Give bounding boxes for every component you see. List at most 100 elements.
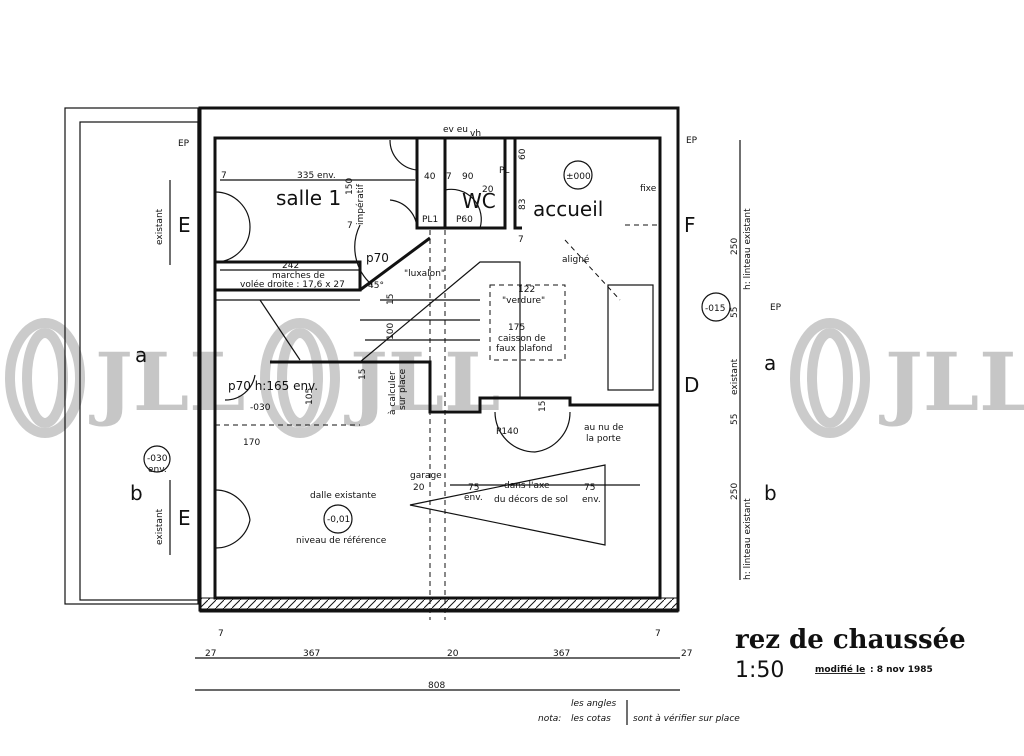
plan-label: : 8 nov 1985 bbox=[870, 665, 933, 675]
plan-label: 150 bbox=[345, 178, 355, 195]
title-block: rez de chaussée 1:50 modifié le : 8 nov … bbox=[538, 625, 966, 725]
plan-label: sont à vérifier sur place bbox=[633, 713, 740, 724]
plan-label: 15 bbox=[358, 369, 368, 380]
plan-label: 7 bbox=[218, 629, 224, 639]
plan-label: P60 bbox=[456, 215, 473, 225]
plan-label: b bbox=[130, 481, 143, 505]
plan-label: existant bbox=[155, 208, 165, 245]
plan-label: 7 bbox=[347, 221, 353, 231]
plan-label: env. bbox=[464, 493, 483, 503]
plan-label: 7 bbox=[221, 171, 227, 181]
stairs bbox=[215, 261, 521, 399]
plan-label: 75 bbox=[584, 483, 595, 493]
plan-label: 242 bbox=[282, 261, 299, 271]
plan-label: rez de chaussée bbox=[735, 625, 966, 655]
labels: salle 1 WC accueil EP EP EP ev eu vh 335… bbox=[130, 125, 782, 691]
plan-label: 1:50 bbox=[735, 658, 784, 683]
plan-label: aligné bbox=[562, 254, 590, 265]
plan-label: vh bbox=[470, 129, 481, 139]
plan-label: existant bbox=[155, 508, 165, 545]
plan-label: p70 h:165 env. bbox=[228, 379, 318, 393]
plan-label: ±000 bbox=[566, 172, 591, 182]
plan-label: p70 bbox=[366, 251, 389, 265]
plan-label: h: linteau existant bbox=[743, 498, 753, 580]
plan-label: 75 bbox=[468, 483, 479, 493]
plan-label: b bbox=[764, 481, 777, 505]
plan-label: WC bbox=[462, 189, 496, 213]
plan-label: 122 bbox=[518, 285, 535, 295]
plan-label: les cotas bbox=[571, 714, 611, 724]
plan-label: -030 bbox=[147, 454, 168, 464]
plan-label: les angles bbox=[571, 699, 617, 709]
doors bbox=[214, 139, 571, 549]
plan-label: h: linteau existant bbox=[743, 208, 753, 290]
plan-label: JLL bbox=[879, 335, 1024, 429]
plan-label: D bbox=[684, 373, 699, 397]
plan-label: 45° bbox=[368, 281, 384, 291]
plan-label: JLL bbox=[344, 335, 500, 429]
plan-label: env. bbox=[148, 465, 167, 475]
plan-label: 27 bbox=[681, 649, 692, 659]
plan-label: 250 bbox=[730, 238, 740, 255]
plan-label: 15 bbox=[538, 401, 548, 412]
plan-label: 27 bbox=[205, 649, 216, 659]
plan-label: 250 bbox=[730, 483, 740, 500]
plan-label: 367 bbox=[303, 649, 320, 659]
plan-label: dans l'axe bbox=[504, 481, 550, 491]
dimension-lines bbox=[169, 140, 741, 691]
plan-label: du décors de sol bbox=[494, 494, 568, 505]
plan-label: PL bbox=[499, 166, 509, 176]
plan-label: env. bbox=[582, 495, 601, 505]
walls bbox=[198, 106, 680, 613]
plan-label: 175 bbox=[508, 323, 525, 333]
plan-label: 367 bbox=[553, 649, 570, 659]
plan-label: fixe bbox=[640, 184, 657, 194]
plan-label: à calculer bbox=[388, 371, 398, 415]
plan-label: ev eu bbox=[443, 125, 468, 135]
plan-label: 15 bbox=[386, 294, 396, 305]
plan-label: -015 bbox=[705, 304, 725, 314]
plan-label: -0,01 bbox=[327, 515, 350, 525]
plan-label: "luxalon" bbox=[404, 269, 445, 279]
plan-label: 100 bbox=[386, 323, 396, 340]
plan-label: marches de bbox=[272, 271, 325, 281]
plan-label: 335 env. bbox=[297, 171, 336, 181]
plan-label: 20 bbox=[447, 649, 459, 659]
plan-label: 7 bbox=[655, 629, 661, 639]
plan-label: EP bbox=[686, 136, 698, 146]
plan-label: -030 bbox=[250, 403, 271, 413]
plan-label: salle 1 bbox=[276, 186, 341, 210]
plan-label: 20 bbox=[413, 483, 425, 493]
plan-label: EP bbox=[770, 303, 782, 313]
plan-label: 105 bbox=[305, 388, 315, 405]
plan-label: 55 bbox=[730, 307, 740, 318]
plan-label: 7 bbox=[518, 235, 524, 245]
plan-label: la porte bbox=[586, 434, 621, 444]
plan-label: au nu de bbox=[584, 423, 624, 433]
plan-label: accueil bbox=[533, 197, 603, 221]
plan-label: JLL bbox=[89, 335, 245, 429]
plan-label: 7 bbox=[446, 172, 452, 182]
plan-label: EP bbox=[178, 139, 190, 149]
plan-label: a bbox=[764, 351, 776, 375]
plan-label: F bbox=[684, 213, 696, 237]
plan-label: impératif bbox=[355, 183, 366, 225]
plan-label: garage bbox=[410, 471, 442, 481]
plan-label: 20 bbox=[482, 185, 494, 195]
plan-label: volée droite : 17,6 x 27 bbox=[240, 279, 345, 290]
plan-label: "verdure" bbox=[502, 296, 545, 306]
plan-label: 83 bbox=[518, 199, 528, 210]
plan-label: 170 bbox=[243, 438, 260, 448]
plan-label: sur place bbox=[398, 368, 408, 410]
plan-label: caisson de bbox=[498, 334, 546, 344]
plan-label: E bbox=[178, 213, 191, 237]
plan-label: 60 bbox=[518, 148, 528, 160]
plan-label: 808 bbox=[428, 681, 445, 691]
plan-label: 55 bbox=[730, 414, 740, 425]
plan-label: nota: bbox=[538, 714, 561, 724]
plan-label: 90 bbox=[462, 172, 474, 182]
plan-label: dalle existante bbox=[310, 491, 377, 501]
plan-label: faux plafond bbox=[496, 344, 552, 354]
plan-label: a bbox=[135, 343, 147, 367]
